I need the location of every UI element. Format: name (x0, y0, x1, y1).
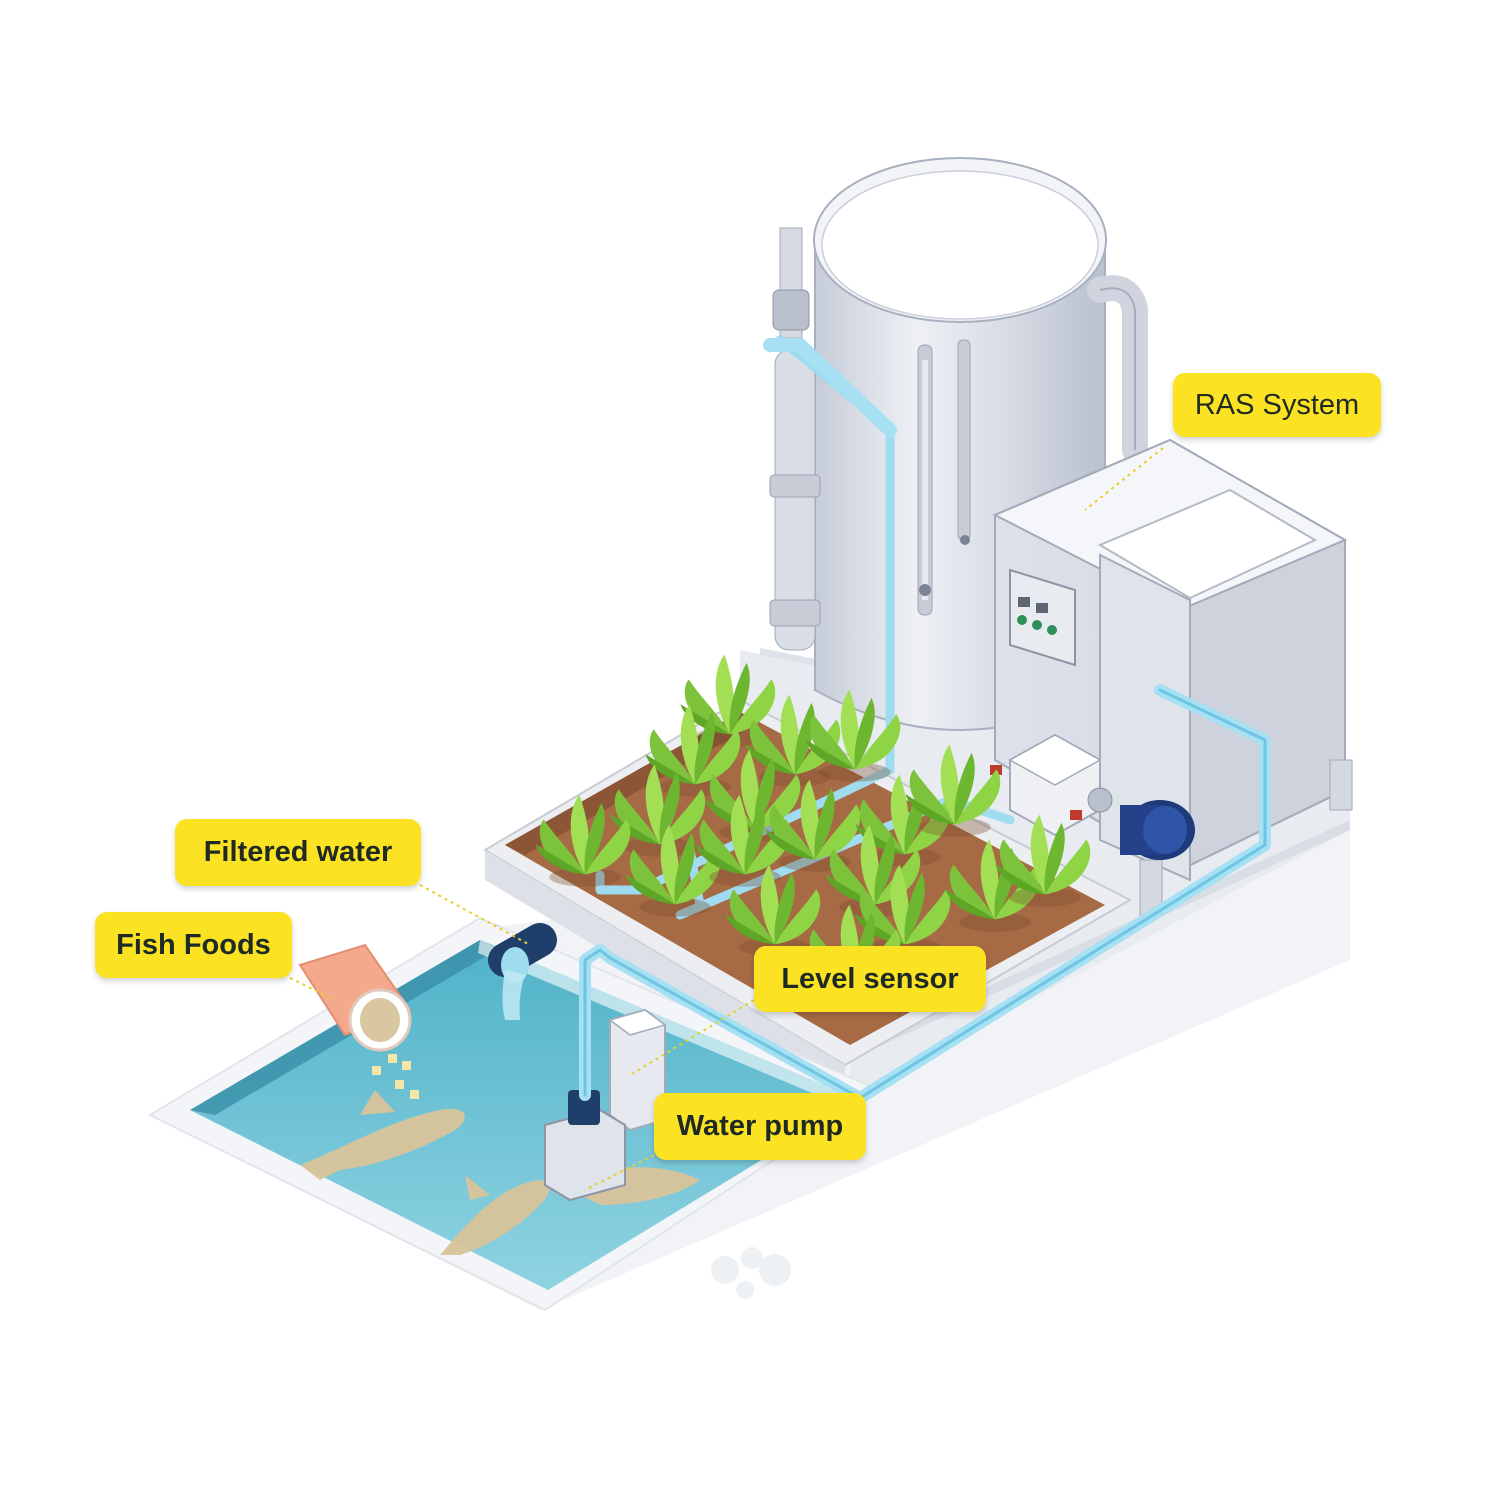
submersible-pump-icon (544, 1090, 626, 1202)
callout-fish-foods: Fish Foods (95, 912, 292, 978)
leader-line-fish (289, 977, 336, 1001)
callout-ras-system: RAS System (1173, 373, 1381, 437)
callout-water-pump: Water pump (654, 1093, 866, 1160)
leader-line-level (629, 999, 755, 1076)
vertical-pipe (769, 227, 821, 651)
fish-icon (440, 1175, 550, 1255)
control-box (1009, 568, 1076, 667)
fish-icon (300, 1090, 465, 1180)
food-pellets (372, 1054, 419, 1099)
callout-label: Water pump (676, 1110, 844, 1142)
feed-pipe-top (763, 338, 897, 437)
callout-label: Fish Foods (116, 928, 271, 961)
callout-label: RAS System (1194, 388, 1360, 421)
leader-line-ras (1084, 447, 1164, 511)
callout-label: Filtered water (203, 836, 393, 868)
overflow-pipe (1087, 275, 1148, 463)
callout-filtered-water: Filtered water (175, 819, 421, 886)
callout-level-sensor: Level sensor (754, 946, 986, 1012)
feed-bucket-icon (298, 943, 412, 1052)
leader-line-pump (584, 1154, 655, 1191)
leader-lines (289, 447, 1164, 1191)
callout-label: Level sensor (781, 962, 959, 995)
bubbles (711, 1247, 791, 1299)
filtered-water-outlet (488, 923, 557, 1020)
